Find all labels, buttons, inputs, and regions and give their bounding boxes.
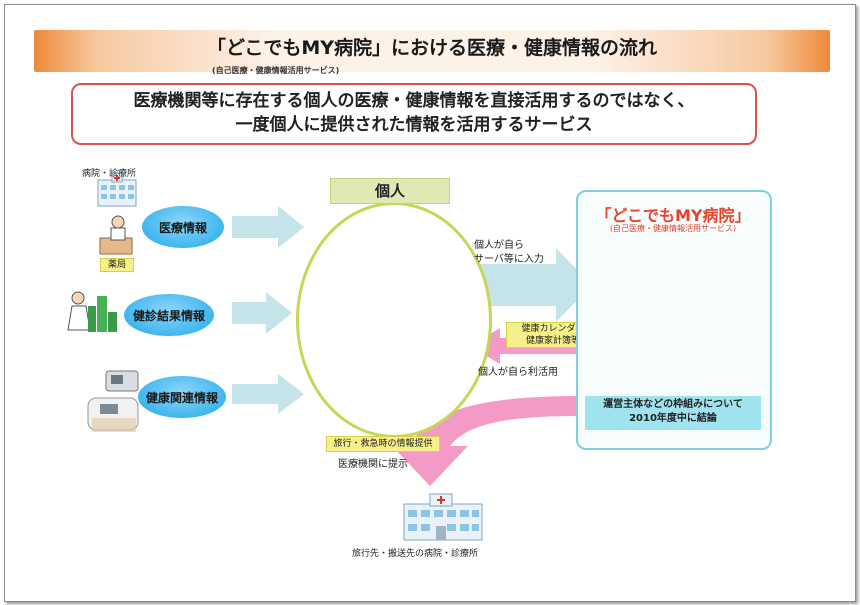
pharmacist-icon: [99, 215, 133, 255]
health-info-ellipse: 健康関連情報: [138, 376, 226, 418]
title-bar: [34, 30, 830, 72]
medical-info-label: 医療情報: [158, 220, 207, 235]
arrow-medical: [232, 206, 304, 248]
service-note-line-2: 2010年度中に結論: [629, 413, 717, 424]
destination-label: 旅行先・搬送先の病院・診療所: [352, 549, 479, 559]
emergency-info-tag: 旅行・救急時の情報提供: [326, 436, 440, 452]
notice-box: [71, 83, 757, 145]
calendar-line-1: 健康カレンダー: [521, 324, 585, 334]
input-line-2: サーバ等に入力: [474, 254, 544, 265]
medical-info-ellipse: 医療情報: [142, 206, 224, 248]
checkup-info-label: 健診結果情報: [132, 308, 205, 323]
provide-label: 医療機関に提示: [338, 459, 408, 470]
hospital-icon: [97, 172, 137, 207]
service-note-line-1: 運営主体などの枠組みについて: [603, 399, 743, 410]
person-label: 個人: [330, 178, 450, 204]
source-arrows: [232, 206, 304, 414]
arrow-checkup: [232, 292, 292, 334]
checkup-info-ellipse: 健診結果情報: [124, 294, 214, 336]
pharmacy-label: 薬局: [100, 258, 134, 272]
service-title: 「どこでもMY病院」: [595, 206, 751, 225]
destination-hospital-icon: [403, 493, 483, 541]
notice-line-2: 一度個人に提供された情報を活用するサービス: [235, 115, 593, 135]
person-circle: [296, 202, 492, 438]
health-devices-icon: [87, 370, 139, 432]
page-subtitle: (自己医療・健康情報活用サービス): [212, 66, 340, 75]
health-info-label: 健康関連情報: [145, 390, 218, 405]
self-use-label: 個人が自ら利活用: [478, 367, 558, 378]
service-note: 運営主体などの枠組みについて 2010年度中に結論: [585, 396, 761, 430]
calendar-line-2: 健康家計簿等: [525, 336, 580, 346]
notice-text: 医療機関等に存在する個人の医療・健康情報を直接活用するのではなく、 一度個人に提…: [73, 89, 755, 137]
arrow-to-service: [472, 248, 592, 322]
notice-line-1: 医療機関等に存在する個人の医療・健康情報を直接活用するのではなく、: [133, 91, 695, 111]
page-title: 「どこでもMY病院」における医療・健康情報の流れ: [206, 37, 658, 59]
arrow-health: [232, 374, 304, 414]
doctor-icon: [67, 291, 117, 332]
input-line-1: 個人が自ら: [474, 240, 524, 251]
service-subtitle: (自己医療・健康情報活用サービス): [609, 224, 737, 233]
hospital-label: 病院・診療所: [82, 169, 137, 179]
